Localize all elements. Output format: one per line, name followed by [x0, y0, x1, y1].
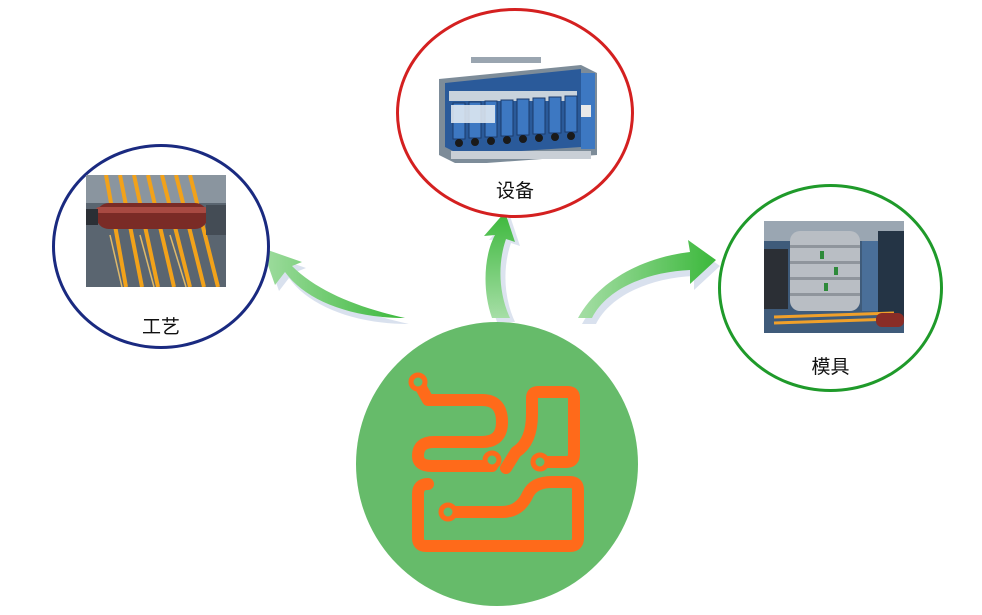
equipment-label: 设备 [399, 176, 631, 203]
process-node[interactable]: 工艺 [52, 144, 270, 349]
equipment-node[interactable]: 设备 [396, 8, 634, 218]
arrow-to-equipment [484, 212, 520, 322]
arrow-to-mold [578, 240, 720, 324]
arrow-to-process [262, 248, 409, 324]
equipment-machine-image [431, 43, 601, 163]
process-label: 工艺 [55, 312, 267, 339]
mold-node[interactable]: 模具 [718, 184, 943, 392]
mold-label: 模具 [721, 352, 940, 379]
process-roller-image [86, 175, 226, 287]
central-hub[interactable] [356, 322, 638, 606]
mold-die-image [764, 221, 904, 333]
flex-circuit-trace-icon [356, 322, 638, 606]
